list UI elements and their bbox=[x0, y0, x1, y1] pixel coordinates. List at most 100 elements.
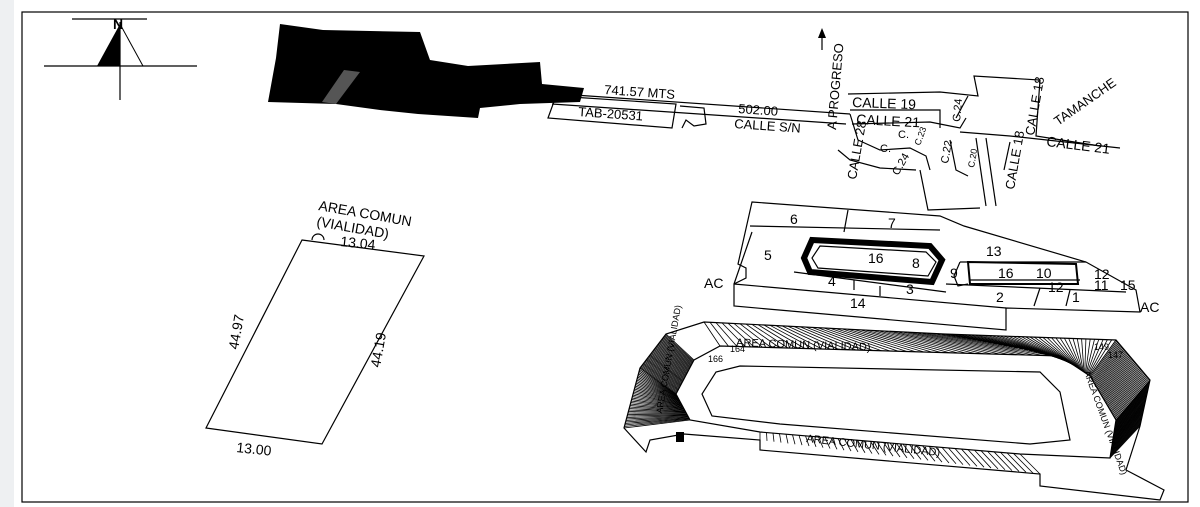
lot-divider bbox=[829, 327, 899, 352]
lot-divider bbox=[818, 436, 824, 448]
lot-166: 166 bbox=[708, 354, 723, 364]
lot-divider bbox=[844, 438, 852, 452]
lot-divider bbox=[648, 355, 683, 383]
tamanche-label: TAMANCHE bbox=[1051, 75, 1119, 129]
lot-divider bbox=[1097, 351, 1127, 390]
town-blocks bbox=[837, 75, 1121, 211]
lot-divider bbox=[1099, 354, 1130, 393]
lot-147: 147 bbox=[1108, 350, 1123, 360]
lot-divider bbox=[1034, 336, 1076, 367]
lot-divider bbox=[974, 449, 992, 469]
lot-divider bbox=[831, 437, 838, 450]
lot-164: 164 bbox=[730, 344, 745, 354]
lot-divider bbox=[1101, 357, 1132, 397]
lot-divider bbox=[798, 435, 803, 446]
block-5: 5 bbox=[764, 247, 772, 263]
lot-divider bbox=[1107, 366, 1140, 406]
lot-divider bbox=[919, 332, 1027, 356]
lot-divider bbox=[1084, 338, 1087, 373]
lot-divider bbox=[639, 367, 677, 395]
lot-divider bbox=[1114, 392, 1148, 431]
lot-divider bbox=[1055, 337, 1080, 370]
lot-divider bbox=[1111, 409, 1144, 445]
lot-divider bbox=[665, 334, 694, 362]
lot-divider bbox=[660, 340, 691, 368]
lot-divider bbox=[636, 379, 679, 400]
lot-divider bbox=[1114, 387, 1149, 427]
lot-divider bbox=[1088, 339, 1113, 376]
lot-divider bbox=[632, 396, 683, 407]
lot-divider bbox=[709, 322, 729, 347]
lot-divider bbox=[841, 328, 916, 353]
lot-divider bbox=[654, 348, 687, 375]
lot-divider bbox=[626, 415, 688, 420]
lot-divider bbox=[1113, 395, 1147, 434]
c24-label-a: C.24 bbox=[951, 98, 965, 122]
lot-divider bbox=[1068, 338, 1083, 371]
block-1: 1 bbox=[1072, 289, 1080, 305]
block-4: 4 bbox=[828, 273, 836, 289]
block-15: 15 bbox=[1120, 277, 1136, 293]
lot-divider bbox=[792, 434, 796, 445]
lot-divider bbox=[915, 444, 929, 461]
lot-divider bbox=[721, 322, 746, 348]
lot-divider bbox=[630, 402, 685, 410]
lot-divider bbox=[635, 384, 680, 402]
lot-divider bbox=[1113, 398, 1147, 436]
lot-divider bbox=[1013, 453, 1034, 474]
lot-divider bbox=[624, 418, 690, 427]
lot-divider bbox=[785, 434, 789, 444]
lot-divider bbox=[1105, 364, 1138, 404]
lot-divider bbox=[1112, 401, 1146, 439]
lot-divider bbox=[627, 412, 687, 414]
lot-divider bbox=[657, 343, 689, 371]
lot-divider bbox=[1109, 424, 1141, 458]
lot-divider bbox=[863, 440, 873, 454]
lot-divider bbox=[961, 448, 978, 467]
lot-divider bbox=[643, 362, 679, 390]
lot-divider bbox=[727, 322, 755, 348]
lot-divider bbox=[937, 333, 1052, 357]
road-name-label: CALLE S/N bbox=[734, 116, 801, 136]
lot-divider bbox=[646, 358, 682, 385]
lot-divider bbox=[745, 323, 780, 349]
lot-divider bbox=[1046, 337, 1079, 369]
block-6: 6 bbox=[790, 211, 798, 227]
lot-divider bbox=[1110, 416, 1143, 451]
lot-divider bbox=[931, 333, 1044, 356]
lot-divider bbox=[1103, 361, 1136, 401]
lot-divider bbox=[1102, 359, 1134, 399]
lot-divider bbox=[925, 332, 1035, 356]
ac-left-label: AC bbox=[704, 275, 723, 291]
lot-divider bbox=[665, 333, 695, 361]
lot-divider bbox=[662, 337, 693, 365]
lot-divider bbox=[1113, 394, 1148, 433]
c24-label-b: C.24 bbox=[890, 151, 912, 177]
lot-divider bbox=[632, 394, 683, 407]
lot-divider bbox=[817, 327, 882, 352]
lot-divider bbox=[954, 448, 971, 466]
lot-divider bbox=[628, 411, 687, 414]
lot-divider bbox=[1085, 339, 1091, 374]
lot-divider bbox=[902, 443, 915, 459]
lot-divider bbox=[637, 376, 679, 399]
lot-divider bbox=[763, 324, 806, 349]
lot-divider bbox=[1076, 338, 1084, 372]
lot-divider bbox=[769, 324, 814, 350]
lot-divider bbox=[624, 418, 690, 426]
lot-divider bbox=[661, 338, 692, 366]
lot-divider bbox=[631, 400, 684, 409]
c-label-b: C. bbox=[880, 143, 891, 155]
lot-divider bbox=[805, 326, 865, 351]
lot-divider bbox=[1113, 376, 1148, 417]
lot-divider bbox=[644, 361, 680, 389]
lot-divider bbox=[967, 449, 985, 468]
lot-divider bbox=[1113, 396, 1147, 435]
lot-divider bbox=[631, 397, 684, 408]
lot-divider bbox=[643, 363, 679, 391]
lot-divider bbox=[909, 444, 922, 460]
lot-divider bbox=[1094, 347, 1124, 386]
lot-divider bbox=[629, 405, 685, 411]
block-7: 7 bbox=[888, 215, 896, 231]
lot-divider bbox=[853, 329, 933, 353]
